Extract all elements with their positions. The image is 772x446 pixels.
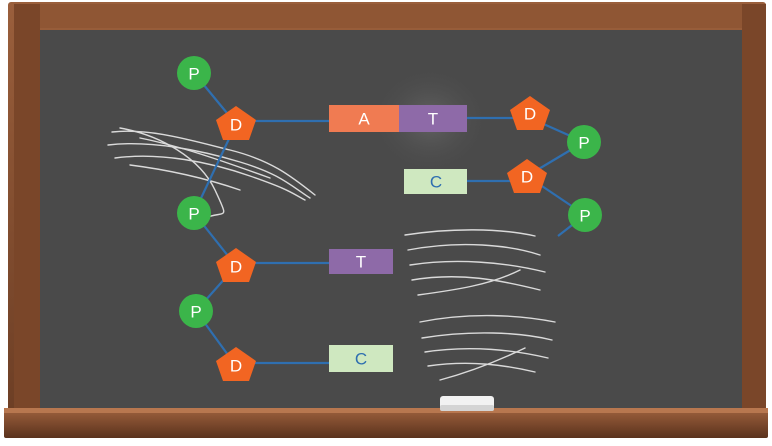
base-label: T [428, 110, 438, 129]
base-T-block: T [329, 249, 393, 274]
sugar-pentagon: D [216, 106, 256, 140]
phosphate-circle: P [567, 125, 601, 159]
chalk-piece-shade [440, 405, 494, 411]
base-label: T [356, 253, 366, 272]
base-label: C [355, 350, 367, 369]
base-A-block: A [329, 105, 399, 132]
sugar-label: D [230, 357, 242, 376]
sugar-pentagon: D [216, 248, 256, 282]
phosphate-label: P [188, 205, 199, 224]
base-label: C [430, 173, 442, 192]
frame-right-rail [742, 4, 766, 416]
frame-left-rail [14, 4, 40, 416]
base-label: A [358, 110, 370, 129]
phosphate-label: P [188, 65, 199, 84]
sugar-label: D [521, 168, 533, 187]
base-T-block: T [399, 105, 467, 132]
sugar-label: D [524, 105, 536, 124]
sugar-pentagon: D [216, 347, 256, 381]
chalk-ledge [4, 408, 768, 438]
sugar-pentagon: D [510, 96, 550, 130]
chalk-scribble-left [107, 127, 316, 219]
phosphate-label: P [190, 303, 201, 322]
phosphate-circle: P [568, 198, 602, 232]
base-C-block: C [329, 345, 393, 372]
frame-top-rail [18, 4, 754, 28]
sugar-label: D [230, 116, 242, 135]
base-C-block: C [404, 169, 467, 194]
phosphate-label: P [578, 134, 589, 153]
phosphate-circle: P [177, 56, 211, 90]
phosphate-circle: P [177, 196, 211, 230]
phosphate-label: P [579, 207, 590, 226]
ledge-highlight [4, 408, 768, 413]
phosphate-circle: P [179, 294, 213, 328]
sugar-label: D [230, 258, 242, 277]
sugar-pentagon: D [507, 159, 547, 193]
chalk-scribble-right [404, 229, 556, 381]
